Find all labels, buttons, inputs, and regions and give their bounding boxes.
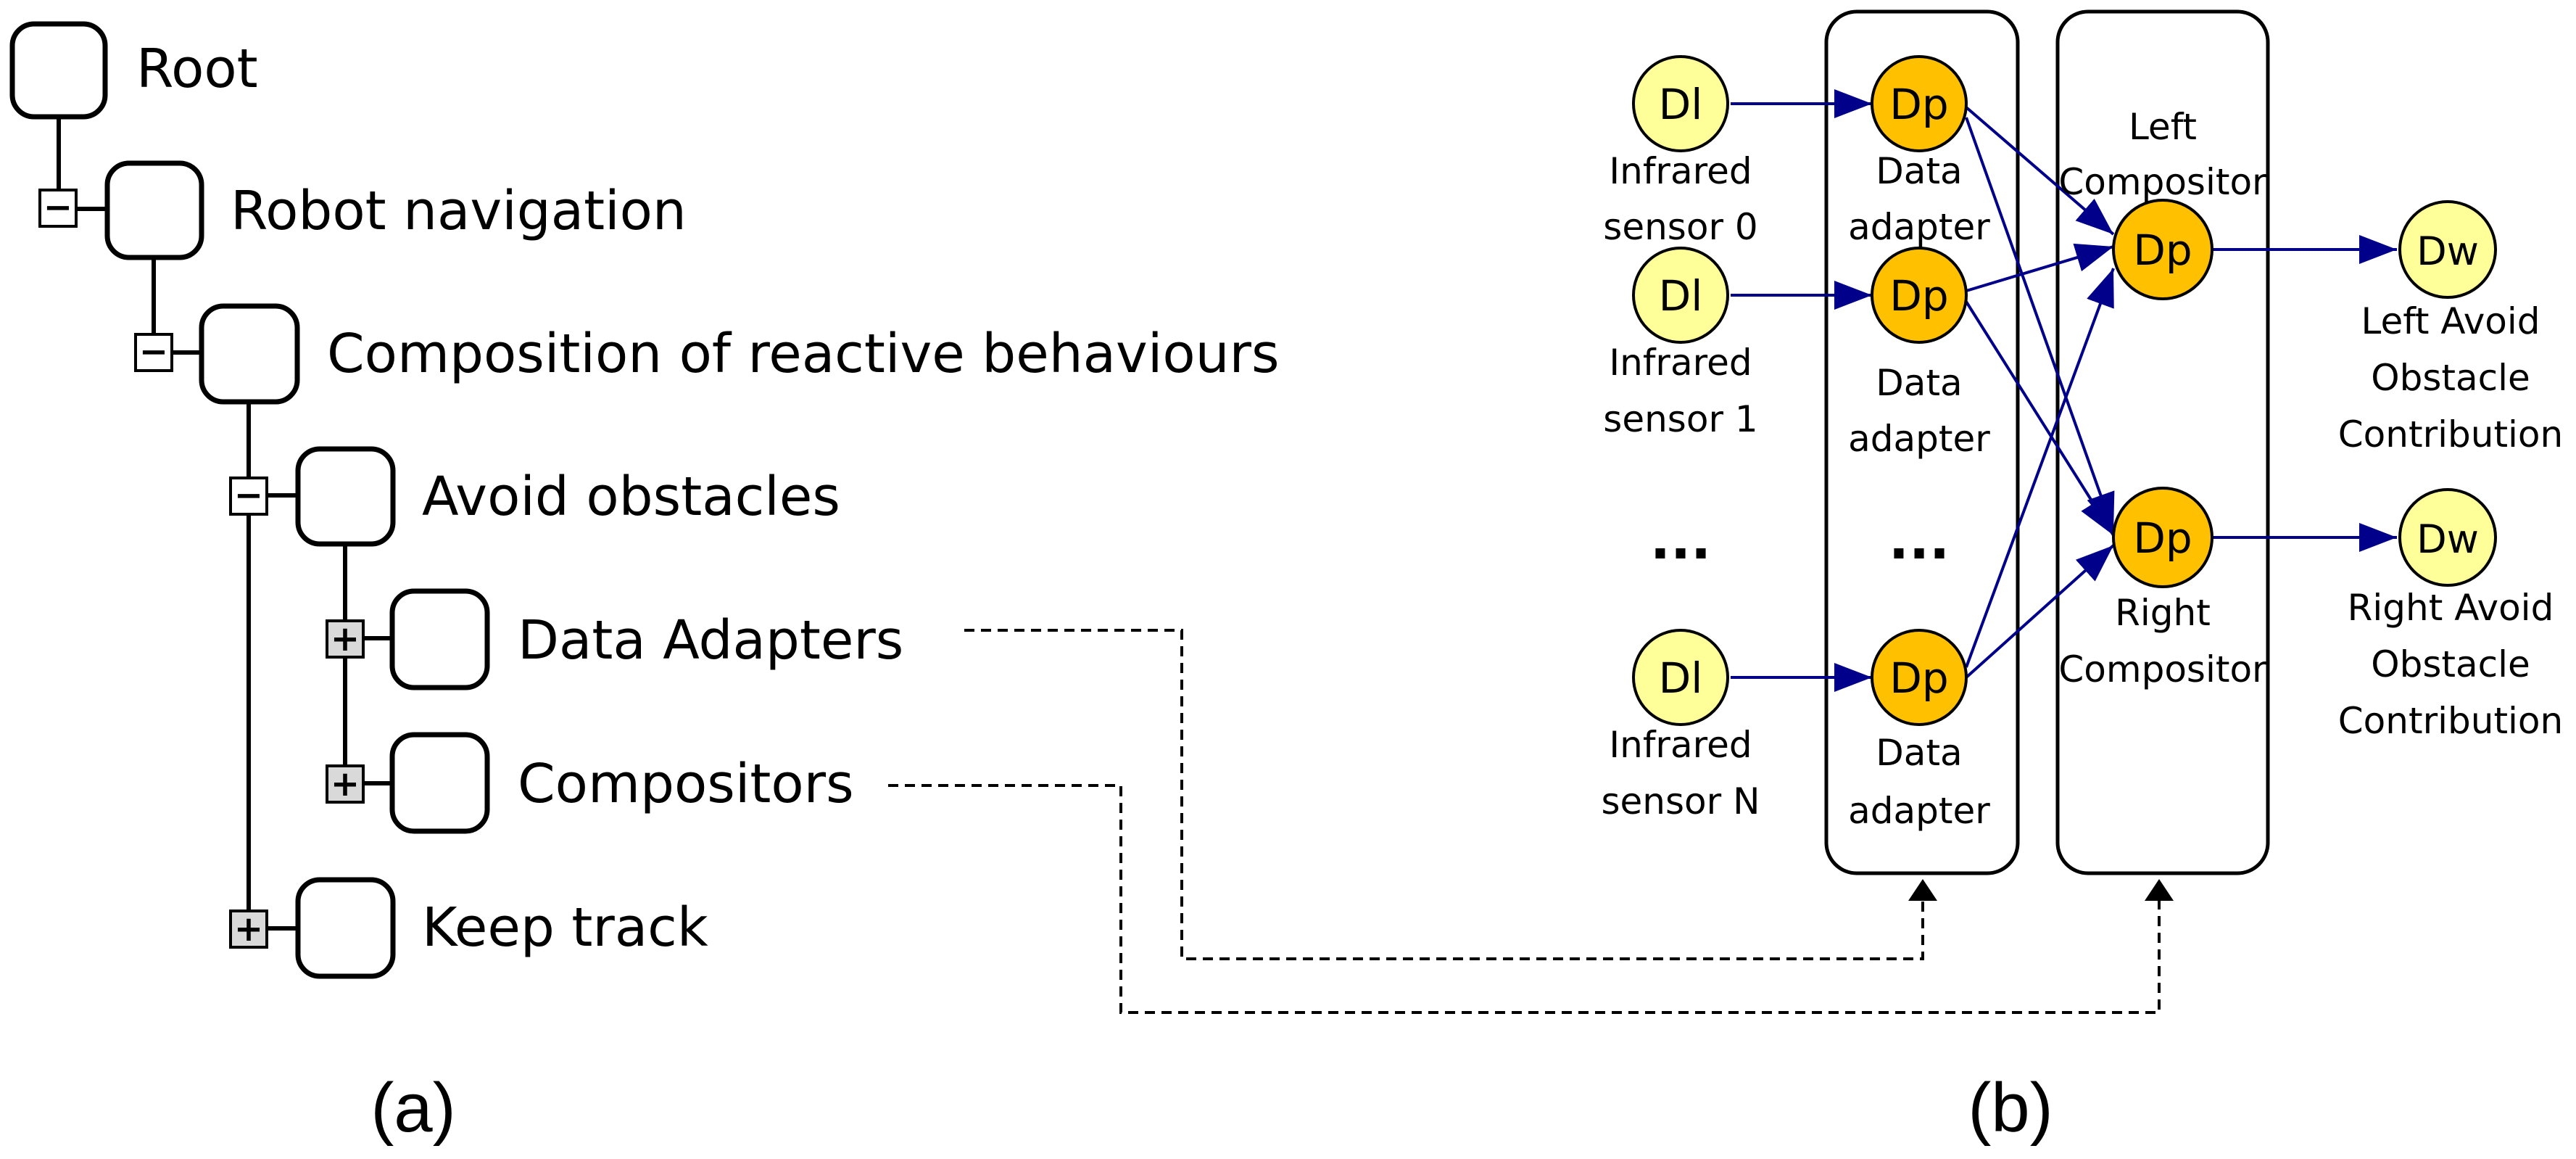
tree-label-keep-track: Keep track (422, 896, 708, 959)
adapter-caption-0-line2: adapter (1848, 206, 1990, 248)
tree-label-robot-navigation: Robot navigation (231, 180, 687, 242)
adapter-node-0[interactable]: Dp (1871, 55, 1968, 152)
edge-adapter0-left (1965, 106, 2115, 236)
left-output-node[interactable]: Dw (2398, 200, 2497, 299)
tree-node-data-adapters[interactable] (389, 588, 490, 690)
sensor-node-0[interactable]: Dl (1632, 55, 1729, 152)
toggle-glyph: + (331, 764, 360, 804)
toggle-glyph: − (234, 475, 263, 516)
edge-adapter2-left (1965, 268, 2115, 668)
left-output-caption-line1: Left Avoid (2361, 300, 2540, 342)
right-compositor-caption-line1: Right (2115, 592, 2211, 634)
tree-node-keep-track[interactable] (295, 877, 396, 979)
tree-label-root: Root (136, 38, 258, 100)
collapse-toggle-avoid-obstacles[interactable]: − (229, 475, 268, 516)
sensor-caption-1-line1: Infrared (1609, 342, 1752, 384)
expand-toggle-data-adapters[interactable]: + (326, 619, 365, 659)
adapter-caption-1-line1: Data (1876, 362, 1962, 404)
right-compositor-node[interactable]: Dp (2112, 487, 2213, 588)
dashed-links (888, 629, 2174, 1014)
adapter-caption-2-line1: Data (1876, 732, 1962, 774)
dashed-link-data-adapters (964, 629, 1937, 960)
right-compositor-caption-line2: Compositor (2058, 648, 2267, 690)
sensor-caption-0-line1: Infrared (1609, 150, 1752, 192)
edge-adapter1-right (1965, 300, 2115, 537)
sensor-ellipsis: ... (1650, 509, 1711, 572)
tree-node-root[interactable] (9, 21, 108, 120)
adapter-node-1-label: Dp (1889, 271, 1948, 321)
sensor-node-n[interactable]: Dl (1632, 629, 1729, 726)
sensor-node-n-label: Dl (1659, 653, 1703, 703)
network-panel: Dl Infrared sensor 0 Dl Infrared sensor … (1602, 9, 2563, 1147)
collapse-toggle-composition[interactable]: − (134, 331, 173, 372)
tree-node-compositors[interactable] (389, 732, 490, 834)
sensor-node-1-label: Dl (1659, 271, 1703, 321)
tree-label-avoid-obstacles: Avoid obstacles (422, 466, 840, 528)
tree-label-compositors: Compositors (518, 753, 854, 815)
adapter-ellipsis: ... (1889, 509, 1950, 572)
sensor-caption-1-line2: sensor 1 (1603, 398, 1757, 440)
expand-toggle-compositors[interactable]: + (326, 764, 365, 804)
sensor-caption-0-line2: sensor 0 (1603, 206, 1757, 248)
toggle-glyph: − (44, 187, 73, 228)
right-output-caption-line2: Obstacle (2371, 643, 2530, 685)
toggle-glyph: + (234, 909, 263, 949)
left-compositor-caption-line1: Left (2129, 106, 2197, 148)
tree-label-data-adapters: Data Adapters (518, 609, 903, 672)
compositor-group-box (2055, 9, 2270, 875)
adapter-node-2[interactable]: Dp (1871, 629, 1968, 726)
expand-toggle-keep-track[interactable]: + (229, 909, 268, 949)
adapter-caption-0-line1: Data (1876, 150, 1962, 192)
left-output-caption-line2: Obstacle (2371, 357, 2530, 399)
left-output-caption-line3: Contribution (2338, 413, 2563, 455)
subfigure-label-b: (b) (1968, 1069, 2053, 1147)
network-edges (1731, 89, 2397, 692)
adapter-caption-2-line2: adapter (1848, 790, 1990, 832)
right-output-node[interactable]: Dw (2398, 488, 2497, 587)
dashed-link-compositors (888, 784, 2174, 1014)
edge-adapter1-left (1966, 243, 2114, 292)
sensor-caption-n-line1: Infrared (1609, 724, 1752, 766)
left-compositor-node-label: Dp (2133, 226, 2192, 275)
left-compositor-caption-line2: Compositor (2058, 161, 2267, 203)
adapter-node-1[interactable]: Dp (1871, 247, 1968, 344)
edge-adapter2-right (1965, 544, 2115, 679)
left-compositor-node[interactable]: Dp (2112, 199, 2213, 300)
subfigure-label-a: (a) (370, 1069, 455, 1147)
adapter-node-0-label: Dp (1889, 80, 1948, 129)
tree-node-avoid-obstacles[interactable] (295, 446, 396, 547)
left-output-node-label: Dw (2416, 228, 2479, 274)
adapter-caption-1-line2: adapter (1848, 418, 1990, 460)
sensor-caption-n-line2: sensor N (1602, 780, 1760, 822)
tree-label-composition: Composition of reactive behaviours (327, 323, 1280, 385)
right-output-caption-line1: Right Avoid (2348, 587, 2554, 629)
right-compositor-node-label: Dp (2133, 513, 2192, 563)
sensor-node-1[interactable]: Dl (1632, 247, 1729, 344)
adapter-group-box (1824, 9, 2020, 875)
tree-panel: − − − + + + Root Robot navigation Compos… (9, 21, 1280, 1147)
collapse-toggle-robot-navigation[interactable]: − (38, 187, 78, 228)
tree-node-robot-navigation[interactable] (104, 160, 204, 260)
toggle-glyph: − (139, 331, 168, 372)
adapter-node-2-label: Dp (1889, 653, 1948, 703)
toggle-glyph: + (331, 619, 360, 659)
sensor-node-0-label: Dl (1659, 80, 1703, 129)
right-output-caption-line3: Contribution (2338, 700, 2563, 742)
right-output-node-label: Dw (2416, 516, 2479, 562)
edge-adapter0-right (1965, 117, 2115, 532)
tree-node-composition[interactable] (199, 303, 300, 405)
